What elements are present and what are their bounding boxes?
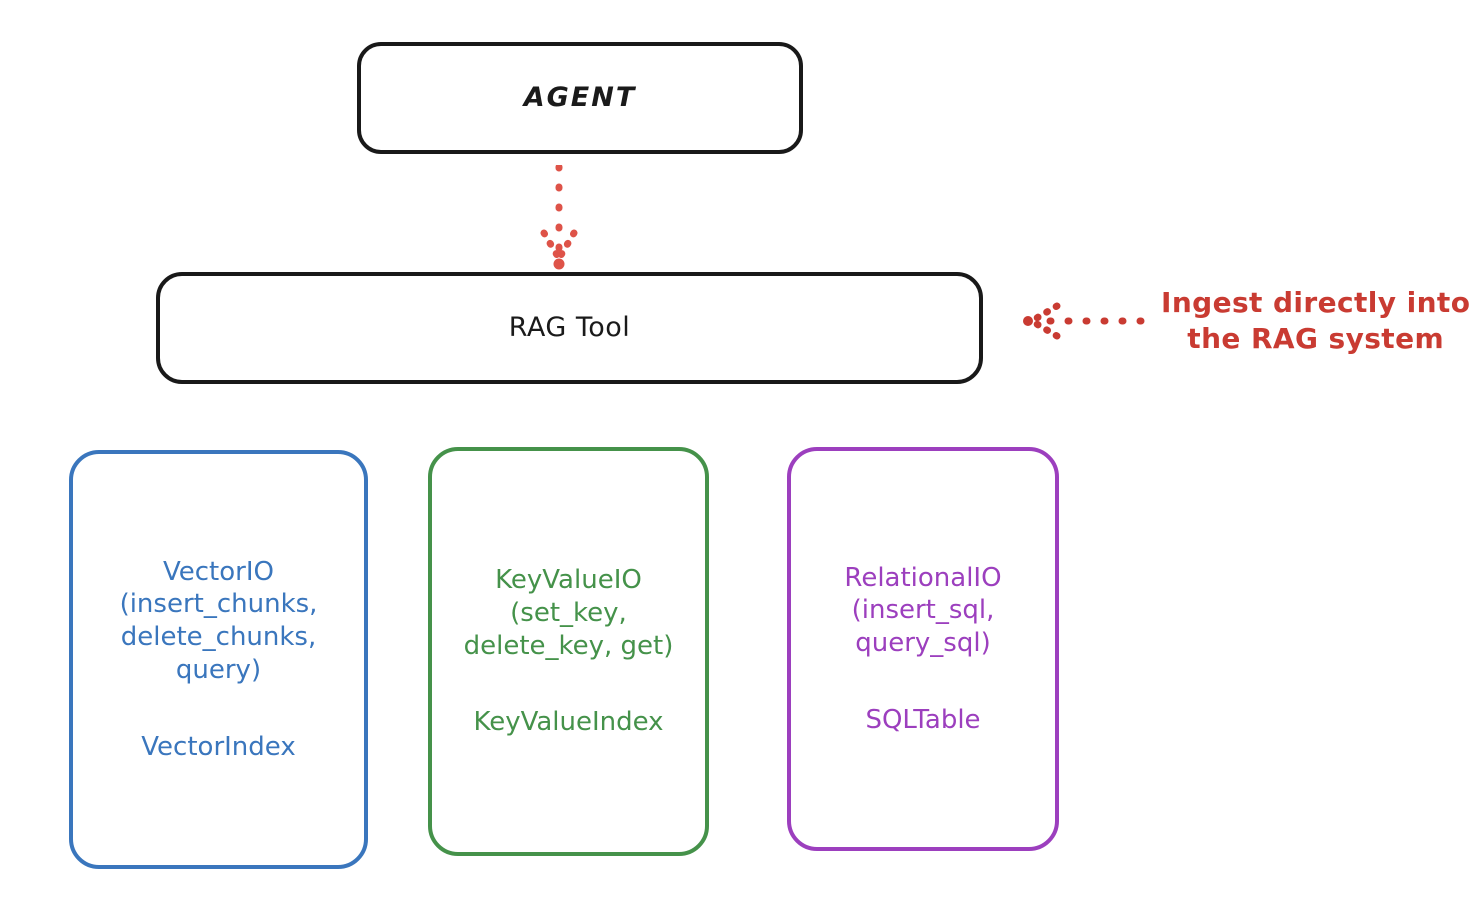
- annotation-ingest: Ingest directly into the RAG system: [1021, 276, 1471, 366]
- node-agent-label: AGENT: [523, 81, 637, 113]
- node-relational-io[interactable]: RelationalIO (insert_sql, query_sql) SQL…: [787, 447, 1059, 851]
- node-vector-io[interactable]: VectorIO (insert_chunks, delete_chunks, …: [69, 450, 368, 869]
- node-relational-io-index-label: SQLTable: [865, 704, 981, 735]
- annotation-ingest-label: Ingest directly into the RAG system: [1161, 285, 1471, 355]
- edge-agent-arrowhead-left: [540, 229, 561, 259]
- ingest-arrow-tip: [1023, 316, 1033, 326]
- node-rag-tool-label: RAG Tool: [508, 311, 631, 343]
- ingest-arrowhead-bottom: [1031, 319, 1061, 340]
- edge-agent-to-rag-tool: [540, 165, 578, 270]
- edge-agent-arrow-tip: [553, 258, 565, 270]
- edge-agent-arrowhead-right: [557, 229, 578, 259]
- node-rag-tool[interactable]: RAG Tool: [156, 272, 983, 384]
- node-relational-io-api-label: RelationalIO (insert_sql, query_sql): [844, 562, 1002, 659]
- ingest-arrowhead-top: [1031, 302, 1061, 323]
- ingest-arrow-icon: [1023, 302, 1145, 340]
- node-key-value-io-index-label: KeyValueIndex: [473, 707, 664, 738]
- node-vector-io-api-label: VectorIO (insert_chunks, delete_chunks, …: [119, 556, 318, 685]
- node-key-value-io-api-label: KeyValueIO (set_key, delete_key, get): [463, 565, 674, 661]
- node-key-value-io[interactable]: KeyValueIO (set_key, delete_key, get) Ke…: [428, 447, 709, 856]
- node-agent[interactable]: AGENT: [357, 42, 803, 154]
- node-vector-io-index-label: VectorIndex: [141, 731, 296, 762]
